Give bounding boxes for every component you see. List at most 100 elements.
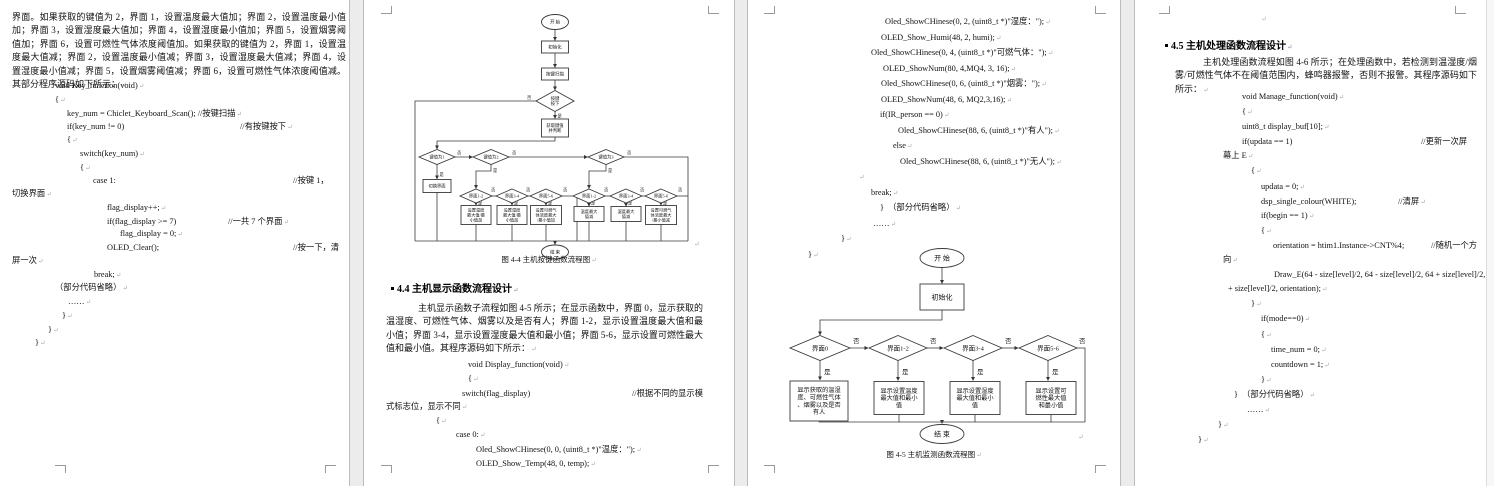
paragraph-mark: ↵ (160, 204, 167, 212)
flow-node-box (610, 206, 642, 222)
code-block: void Key_function(void)↵{↵key_num = Chic… (0, 80, 349, 351)
flow-node-label: 显示设置温度最大值和最小值 (880, 387, 918, 410)
paragraph-mark: ↵ (177, 231, 183, 239)
paragraph-mark: ↵ (85, 299, 92, 306)
crop-mark (708, 6, 719, 14)
flow-connector (474, 164, 492, 189)
code-line: OLED_Clear();//按一下，清 (0, 242, 349, 255)
flow-branch-label: 否 (604, 188, 609, 194)
code-line: + size[level]/2, orientation);↵ (1228, 284, 1328, 294)
flow-node-label: 键值为2 (483, 154, 498, 161)
code-line: }↵ (1218, 420, 1229, 430)
paragraph-mark: ↵ (479, 432, 486, 440)
flow-node-dia (528, 188, 564, 204)
flow-connector (624, 156, 689, 241)
flow-node-box (541, 118, 569, 138)
paragraph-mark: ↵ (1304, 316, 1310, 324)
paragraph-mark: ↵ (122, 285, 128, 293)
crop-mark (1095, 6, 1106, 14)
paragraph-mark: ↵ (138, 83, 145, 90)
flow-node-label: 开 始 (550, 19, 561, 26)
paragraph-mark: ↵ (1041, 81, 1047, 88)
paragraph-mark: ↵ (1265, 376, 1272, 384)
heading-bullet-icon (1165, 44, 1168, 47)
code-line: flag_display++;↵ (107, 202, 167, 212)
paragraph-mark: ↵ (812, 251, 819, 259)
paragraph-mark: ↵ (513, 287, 519, 294)
code-line: orientation = htim1.Instance->CNT%4;//随机… (1135, 239, 1494, 253)
flow-node-dia (417, 149, 457, 165)
paragraph-mark: ↵ (1010, 65, 1016, 73)
code-line: void Display_function(void)↵ (468, 360, 570, 369)
paragraph-mark: ↵ (139, 150, 145, 158)
paragraph-mark: ↵ (46, 191, 52, 198)
paragraph-mark: ↵ (440, 418, 447, 426)
code-line: {↵ (468, 374, 479, 384)
flow-branch-label: 否 (512, 151, 517, 157)
paragraph-mark: ↵ (694, 241, 700, 248)
code-comment: //根据不同的显示模 (632, 388, 703, 398)
paragraph-mark: ↵ (115, 271, 122, 279)
flow-node-box (541, 67, 569, 81)
paragraph-mark: ↵ (1006, 96, 1012, 104)
flow-node-box (873, 381, 925, 415)
flow-connector (435, 137, 556, 150)
flow-node-box (541, 40, 569, 54)
code-line: ↵ (748, 170, 1120, 186)
paragraph-mark: ↵ (1324, 361, 1330, 369)
code-line: {↵ (1261, 329, 1272, 339)
paragraph-mark: ↵ (1320, 346, 1327, 354)
paragraph-mark: ↵ (1222, 422, 1229, 430)
code-comment: //随机一个方 (1431, 240, 1478, 250)
code-comment: //更新一次屏 (1421, 137, 1468, 147)
flow-node-dia (571, 188, 607, 204)
vertical-scrollbar-track[interactable] (1486, 0, 1494, 486)
paragraph-mark: ↵ (943, 112, 950, 119)
flow-node-dia (608, 188, 644, 204)
code-line: Oled_ShowCHinese(88, 6, (uint8_t *)"无人")… (900, 156, 1062, 166)
document-page-3[interactable]: Oled_ShowCHinese(0, 2, (uint8_t *)"湿度：")… (747, 0, 1121, 486)
code-line: void Key_function(void)↵ (55, 81, 145, 90)
code-comment: //一共 7 个界面↵ (228, 216, 289, 226)
code-line: {↵ (67, 135, 78, 144)
paragraph-mark: ↵ (287, 124, 293, 132)
code-line: OLED_ShowNum(48, 6, MQ2,3,16);↵ (881, 94, 1012, 104)
flow-node-dia (867, 335, 929, 361)
document-page-1[interactable]: 界面。如果获取的键值为 2，界面 1，设置温度最大值加；界面 2，设置温度最小值… (0, 0, 350, 486)
flow-node-box (645, 205, 677, 225)
code-line: case 0:↵ (456, 430, 486, 440)
paragraph-mark: ↵ (1055, 158, 1062, 166)
flow-node-label: 界面1-2 (469, 194, 483, 200)
code-line: {↵ (55, 94, 66, 104)
flow-branch-label: 是 (1052, 368, 1059, 376)
flow-branch-label: 否 (640, 188, 645, 194)
flow-node-label: 初始化 (932, 292, 953, 301)
document-page-4[interactable]: 4.5 主机处理函数流程设计↵ 主机处理函数流程如图 4-6 所示；在处理函数中… (1134, 0, 1494, 486)
flow-node-dia (535, 89, 575, 113)
flow-node-label: 获取键值并判断 (546, 122, 564, 134)
code-line: else↵ (893, 141, 913, 150)
paragraph-mark: ↵ (121, 82, 127, 90)
code-line: }↵ (62, 310, 73, 320)
code-line: Oled_ShowCHinese(88, 6, (uint8_t *)"有人")… (898, 125, 1060, 135)
paragraph-mark: ↵ (1261, 16, 1267, 23)
paragraph-mark: ↵ (1246, 109, 1253, 117)
flow-branch-label: 否 (678, 188, 683, 194)
flow-connector (562, 195, 578, 241)
document-page-2[interactable]: 否是否否否是是否否否是否否否是是是是是是开 始初始化按键扫描按键按下获取键值并判… (363, 0, 735, 486)
paragraph-mark: ↵ (1287, 44, 1293, 51)
flow-node-label: 界面5-6 (1037, 344, 1059, 352)
code-line: }↵ (1198, 435, 1209, 445)
flow-branch-label: 否 (930, 337, 937, 345)
code-line: Oled_ShowCHinese(0, 2, (uint8_t *)"湿度：")… (885, 17, 1051, 26)
code-block: void Manage_function(void)↵{↵uint8_t dis… (1135, 90, 1494, 448)
crop-mark (55, 465, 66, 473)
paragraph-mark: ↵ (1308, 212, 1315, 220)
paragraph-mark: ↵ (71, 137, 78, 144)
code-comment: //按一下，清 (293, 243, 340, 252)
flow-branch-label: 否 (627, 151, 632, 157)
code-line: break;↵ (94, 269, 122, 279)
code-line: countdown = 1;↵ (1271, 359, 1330, 369)
section-heading-text: 4.4 主机显示函数流程设计↵ (397, 284, 519, 295)
